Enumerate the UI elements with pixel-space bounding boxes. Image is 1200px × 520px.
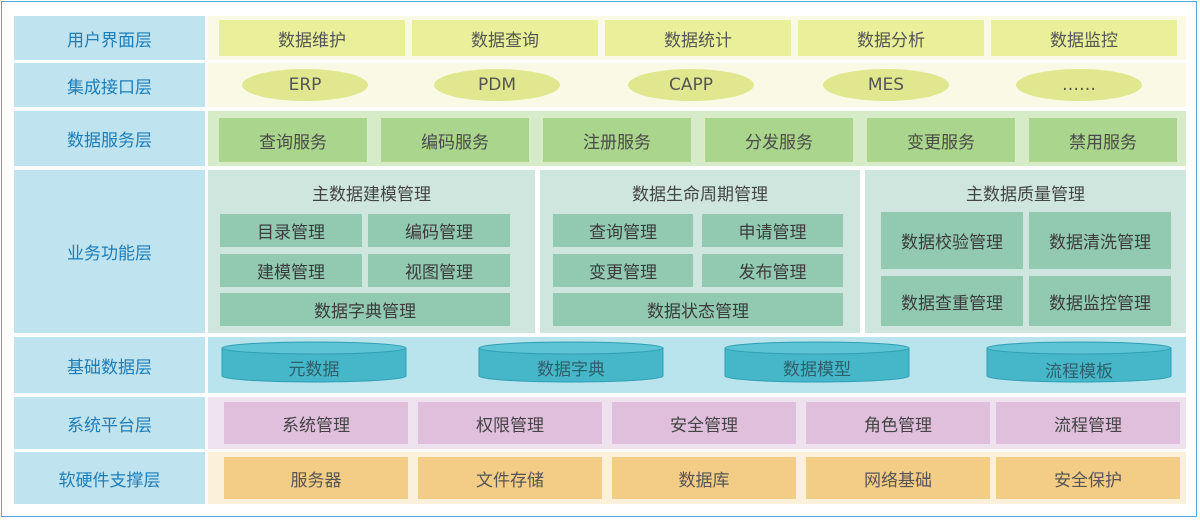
business-item: 数据查重管理: [881, 276, 1023, 326]
business-item: 变更管理: [553, 254, 693, 287]
service-item-change: 变更服务: [866, 117, 1016, 163]
service-item-distribute: 分发服务: [704, 117, 854, 163]
layer-label-hardware: 软硬件支撑层: [14, 452, 205, 504]
layer-label-business: 业务功能层: [14, 170, 205, 333]
business-panel-lifecycle: 数据生命周期管理 查询管理 申请管理 变更管理 发布管理 数据状态管理: [540, 170, 860, 333]
ui-item-data-query: 数据查询: [412, 20, 598, 56]
layer-label-basedata: 基础数据层: [14, 337, 205, 393]
service-item-register: 注册服务: [542, 117, 692, 163]
business-panel-title: 数据生命周期管理: [632, 185, 768, 205]
hardware-item-file-storage: 文件存储: [418, 457, 602, 499]
business-panel-title: 主数据建模管理: [312, 185, 431, 205]
cylinder-label: 数据模型: [783, 360, 851, 380]
ui-item-data-monitoring: 数据监控: [991, 20, 1177, 56]
platform-item-system: 系统管理: [224, 402, 408, 444]
business-item: 申请管理: [702, 214, 843, 247]
ui-item-data-analysis: 数据分析: [798, 20, 984, 56]
cylinder-label: 流程模板: [1045, 362, 1113, 382]
cylinder-metadata: 元数据: [221, 341, 407, 383]
business-item: 编码管理: [368, 214, 510, 247]
hardware-item-database: 数据库: [612, 457, 796, 499]
business-item: 建模管理: [220, 254, 362, 287]
cylinder-label: 数据字典: [537, 360, 605, 380]
cylinder-label: 元数据: [289, 360, 340, 380]
platform-item-role: 角色管理: [806, 402, 990, 444]
service-item-coding: 编码服务: [380, 117, 530, 163]
layer-label-platform: 系统平台层: [14, 397, 205, 449]
platform-layer-band: 系统管理 权限管理 安全管理 角色管理 流程管理: [208, 397, 1186, 449]
integration-item-mes: MES: [823, 69, 949, 101]
business-item: 视图管理: [368, 254, 510, 287]
cylinder-data-dictionary: 数据字典: [478, 341, 664, 383]
business-item: 数据状态管理: [553, 293, 843, 326]
cylinder-process-template: 流程模板: [986, 341, 1172, 383]
layer-label-integration: 集成接口层: [14, 63, 205, 107]
ui-item-data-maintenance: 数据维护: [219, 20, 405, 56]
business-panel-quality: 主数据质量管理 数据校验管理 数据清洗管理 数据查重管理 数据监控管理: [865, 170, 1186, 333]
basedata-cylinders: 元数据 数据字典 数据模型 流程模板: [221, 341, 1172, 383]
business-item: 数据清洗管理: [1029, 212, 1171, 269]
business-panel-title: 主数据质量管理: [966, 185, 1085, 205]
hardware-item-server: 服务器: [224, 457, 408, 499]
hardware-item-network: 网络基础: [806, 457, 990, 499]
business-item: 发布管理: [702, 254, 843, 287]
platform-item-security: 安全管理: [612, 402, 796, 444]
service-item-disable: 禁用服务: [1028, 117, 1178, 163]
service-layer-band: 查询服务 编码服务 注册服务 分发服务 变更服务 禁用服务: [208, 111, 1186, 166]
ui-item-data-statistics: 数据统计: [605, 20, 791, 56]
basedata-layer-band: 元数据 数据字典 数据模型 流程模板: [208, 337, 1186, 393]
platform-item-permission: 权限管理: [418, 402, 602, 444]
business-item: 目录管理: [220, 214, 362, 247]
cylinder-data-model: 数据模型: [724, 341, 910, 383]
integration-item-capp: CAPP: [628, 69, 754, 101]
hardware-layer-band: 服务器 文件存储 数据库 网络基础 安全保护: [208, 452, 1186, 504]
hardware-item-security-protection: 安全保护: [996, 457, 1180, 499]
integration-item-erp: ERP: [242, 69, 368, 101]
ui-layer-band: 数据维护 数据查询 数据统计 数据分析 数据监控: [208, 16, 1186, 60]
service-item-query: 查询服务: [218, 117, 368, 163]
business-item: 数据字典管理: [220, 293, 510, 326]
integration-item-more: ……: [1016, 69, 1142, 101]
business-item: 数据监控管理: [1029, 276, 1171, 326]
business-layer-band: 主数据建模管理 目录管理 编码管理 建模管理 视图管理 数据字典管理 数据生命周…: [208, 170, 1186, 333]
platform-item-process: 流程管理: [996, 402, 1180, 444]
layer-label-service: 数据服务层: [14, 111, 205, 166]
business-item: 数据校验管理: [881, 212, 1023, 269]
business-panel-modeling: 主数据建模管理 目录管理 编码管理 建模管理 视图管理 数据字典管理: [208, 170, 535, 333]
integration-layer-band: ERP PDM CAPP MES ……: [208, 63, 1186, 107]
business-item: 查询管理: [553, 214, 693, 247]
layer-label-ui: 用户界面层: [14, 16, 205, 60]
integration-item-pdm: PDM: [434, 69, 560, 101]
